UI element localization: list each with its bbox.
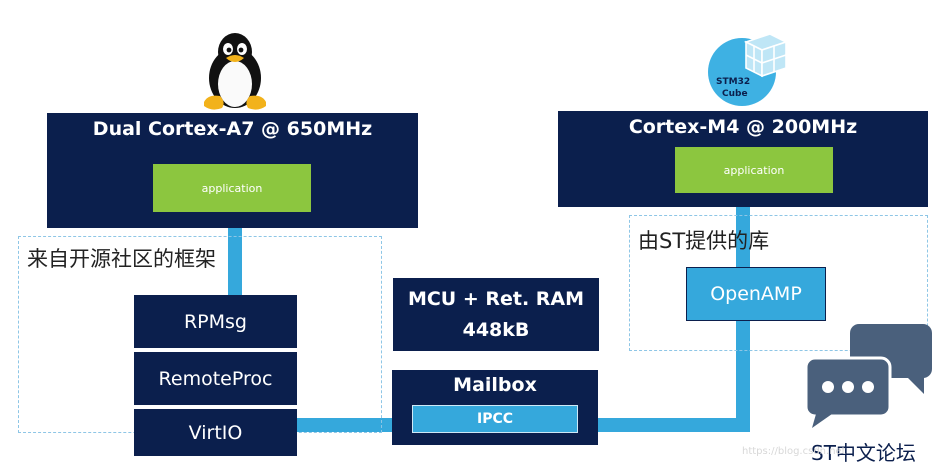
cortex-a7-title: Dual Cortex-A7 @ 650MHz [92,118,373,140]
chat-bubbles-icon [804,322,934,428]
virtio-box: VirtIO [134,409,297,456]
st-library-label: 由ST提供的库 [638,229,770,253]
stm32cube-logo-line2: Cube [722,89,748,99]
mcu-ram-box: MCU + Ret. RAM 448kB [393,278,599,351]
community-frameworks-label: 来自开源社区的框架 [27,247,216,271]
openamp-down-connector [736,318,750,432]
openamp-box: OpenAMP [686,267,826,321]
virtio-to-mailbox-connector [296,418,396,432]
mailbox-box: Mailbox IPCC [392,370,598,445]
cortex-m4-title: Cortex-M4 @ 200MHz [628,116,858,138]
a7-to-rpmsg-connector [228,226,242,296]
mailbox-title: Mailbox [453,374,537,396]
remoteproc-box: RemoteProc [134,352,297,405]
m4-application-box: application [675,147,833,193]
stm32cube-logo-line1: STM32 [716,77,751,87]
st-forum-label: ST中文论坛 [811,441,916,465]
m4-to-openamp-connector [736,206,750,268]
mailbox-to-m4-connector [598,418,750,432]
st-library-region [629,215,928,351]
cortex-m4-box: Cortex-M4 @ 200MHz application [558,111,928,207]
mcu-ram-line1: MCU + Ret. RAM [407,287,585,310]
ipcc-box: IPCC [412,405,578,433]
watermark-text: https://blog.csdn.net [742,446,846,457]
linux-penguin-icon [198,28,272,112]
mcu-ram-line2: 448kB [462,318,530,341]
cortex-a7-box: Dual Cortex-A7 @ 650MHz application [47,113,418,228]
a7-application-box: application [153,164,311,212]
rpmsg-box: RPMsg [134,295,297,348]
stm32cube-logo: STM32 Cube [704,30,790,110]
